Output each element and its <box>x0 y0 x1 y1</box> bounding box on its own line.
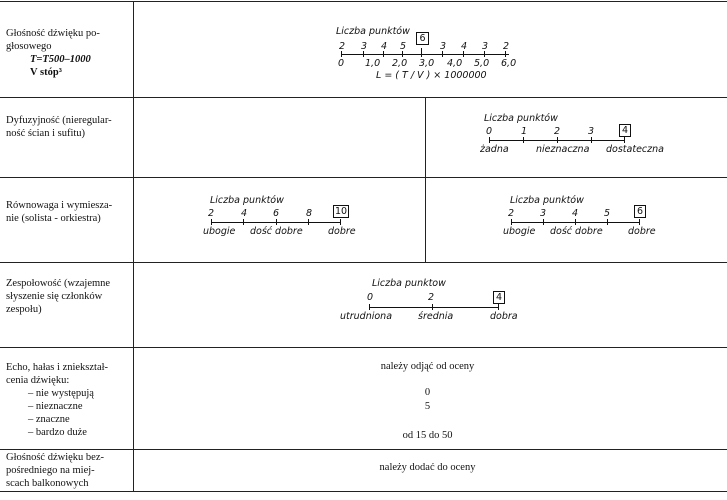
score-box: 6 <box>634 205 646 218</box>
score-box: 4 <box>619 124 631 137</box>
scale-ensemble: Liczba punktow 0 2 4 utrudniona średnia … <box>340 278 518 322</box>
deduct-note: należy odjąć od oceny <box>380 361 475 372</box>
column-divider-inner <box>425 97 426 262</box>
scale-diffusion: Liczba punktów 0 1 2 3 4 żadna nieznaczn… <box>480 113 664 155</box>
deduct-value-large: od 15 do 50 <box>402 430 453 441</box>
score-box: 10 <box>333 205 349 218</box>
row-label-echo-noise: Echo, hałas i zniekształ- cenia dźwięku:… <box>6 362 109 438</box>
row-divider <box>0 262 727 263</box>
scale-reverberation: Liczba punktów 6 2 3 4 5 3 4 3 2 0 1,0 2… <box>336 26 517 81</box>
row-divider <box>0 177 727 178</box>
table-border-bottom <box>0 491 727 492</box>
row-divider <box>0 97 727 98</box>
row-divider <box>0 449 727 450</box>
deduct-value-none: 0 <box>424 387 431 398</box>
column-divider <box>133 1 134 491</box>
scale-axis <box>341 54 509 55</box>
row-label-balance: Równowaga i wymiesza- nie (solista - ork… <box>6 200 113 224</box>
scale-axis <box>369 307 499 308</box>
row-label-ensemble: Zespołowość (wzajemne słyszenie się czło… <box>6 278 111 315</box>
formula: L = ( T / V ) × 1000000 <box>376 70 487 81</box>
deduct-value-minor: 5 <box>424 401 431 412</box>
scale-balance-left: Liczba punktów 2 4 6 8 10 ubogie dość do… <box>203 195 356 237</box>
table-border-top <box>0 1 727 2</box>
add-note: należy dodać do oceny <box>379 462 476 473</box>
row-label-balcony-loudness: Głośność dźwięku bez- pośredniego na mie… <box>6 452 104 489</box>
scale-balance-right: Liczba punktów 2 3 4 5 6 ubogie dość dob… <box>503 195 656 237</box>
score-box: 6 <box>416 32 429 45</box>
score-box: 4 <box>493 291 505 304</box>
row-label-diffusion: Dyfuzyjność (nieregular- ność ścian i su… <box>6 115 112 139</box>
row-divider <box>0 347 727 348</box>
scale-axis <box>211 222 340 223</box>
row-label-loudness-reverb: Głośność dźwięku po- głosowego T=T500–10… <box>6 28 100 78</box>
